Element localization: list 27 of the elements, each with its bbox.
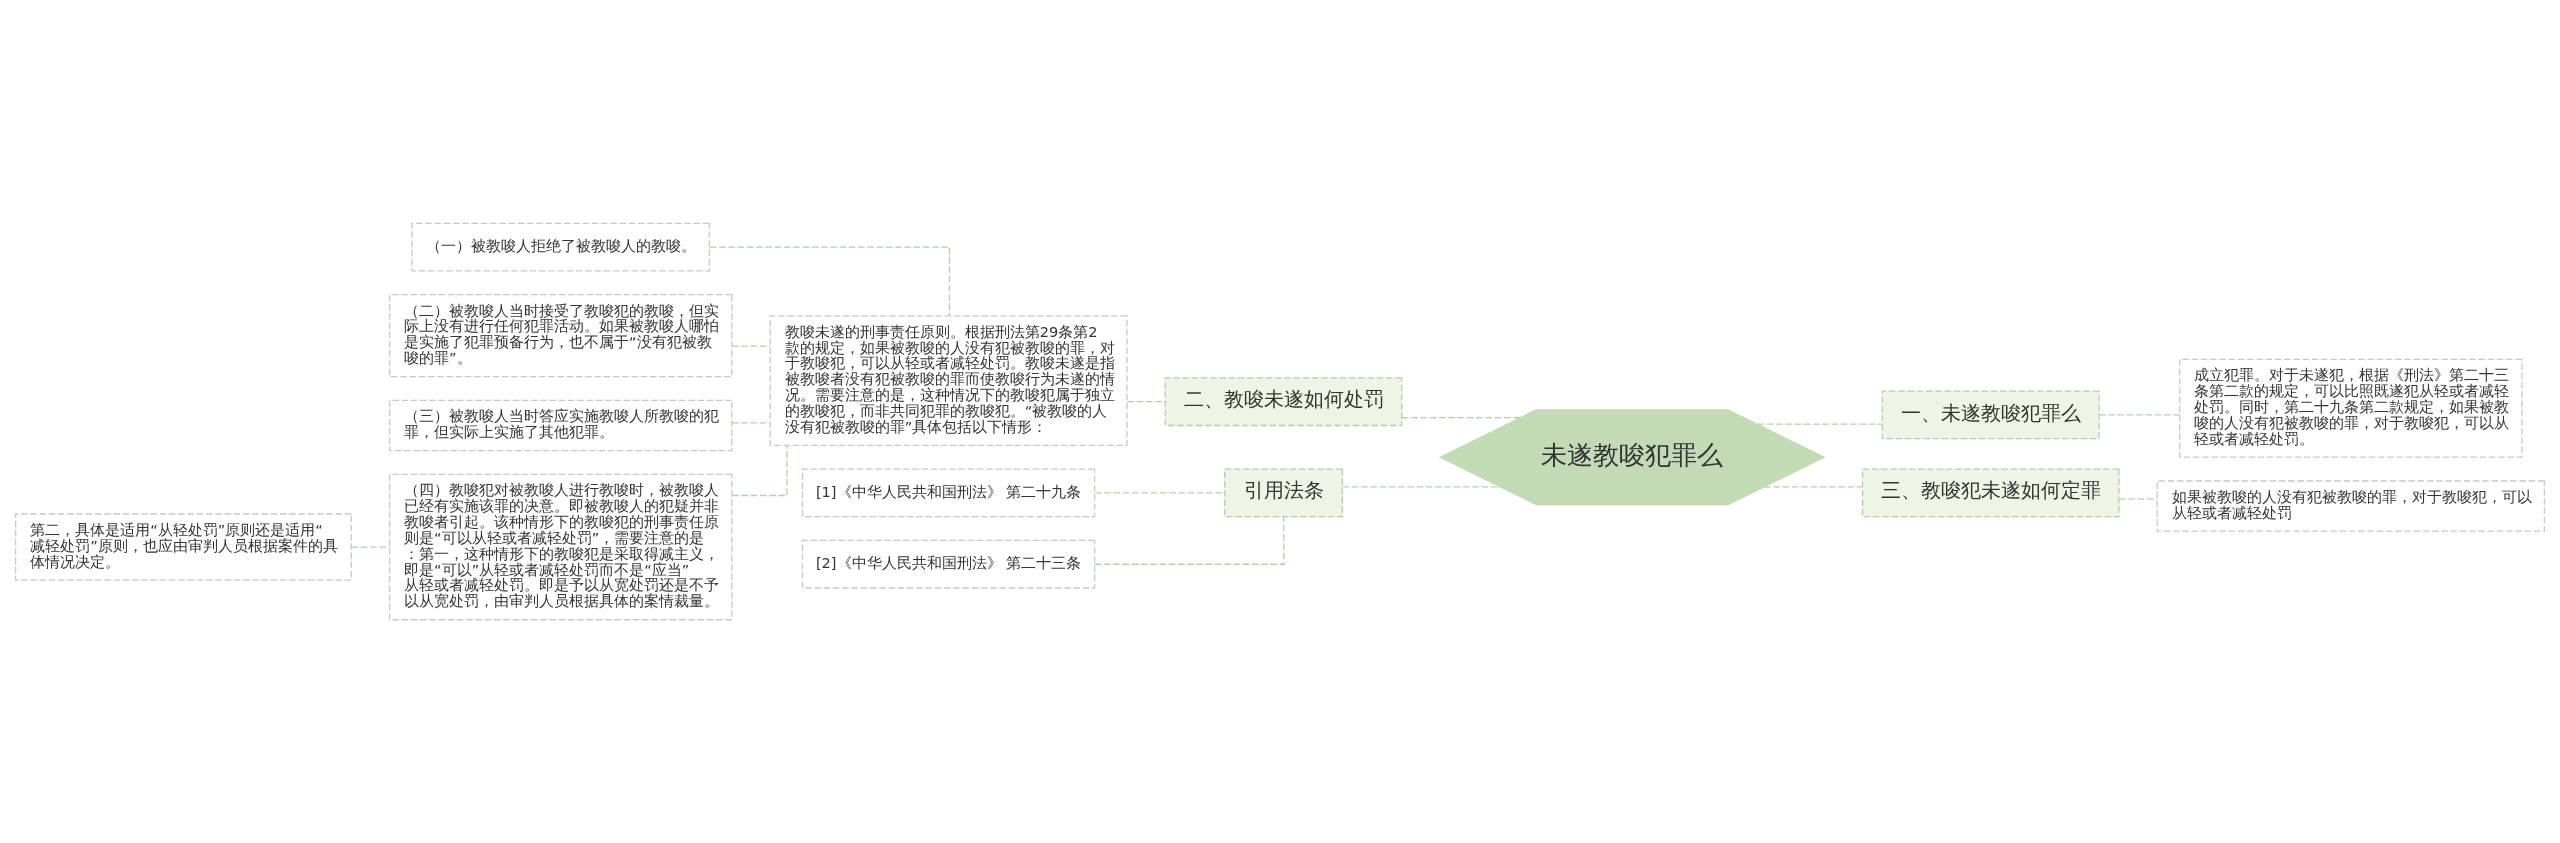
- connector: [2098, 414, 2181, 416]
- node-box: 教唆未遂的刑事责任原则。根据刑法第29条第2款的规定，如果被教唆的人没有犯被教唆的罪，对于教唆犯，可以从轻或者减轻处罚。教唆未遂是指被教唆者没有犯被教唆的罪而使教唆行为未遂的情况。需要注意的是，这种情况下的教唆犯属于独立的教唆犯，而非共同犯罪的教唆犯。“被教唆的人没有犯被教唆的罪”具体包括以下情形：: [769, 315, 1128, 446]
- node-box: [2]《中华人民共和国刑法》 第二十三条: [801, 539, 1096, 589]
- connector: [2118, 498, 2158, 500]
- node-box: （一）被教唆人拒绝了被教唆人的教唆。: [411, 222, 710, 272]
- node-box: （三）被教唆人当时答应实施教唆人所教唆的犯罪，但实际上实施了其他犯罪。: [388, 399, 733, 452]
- connector: [351, 546, 391, 548]
- node-box: （四）教唆犯对被教唆人进行教唆时，被教唆人已经有实施该罪的决意。即被教唆人的犯疑并非教唆者引起。该种情形下的教唆犯的刑事责任原则是“可以从轻或者减轻处罚”，需要注意的是：第一，这种情形下的教唆犯是采取得减主义，即是“可以”从轻或者减轻处罚而不是“应当”从轻或者减轻处罚。即是予以从宽处罚还是不予以从宽处罚，由审判人员根据具体的案情裁量。: [388, 473, 733, 621]
- connector: [709, 246, 951, 317]
- node-box: （二）被教唆人当时接受了教唆犯的教唆，但实际上没有进行任何犯罪活动。如果被教唆人哪怕是实施了犯罪预备行为，也不属于“没有犯被教唆的罪”。: [388, 293, 733, 378]
- node-box: 如果被教唆的人没有犯被教唆的罪，对于教唆犯，可以从轻或者减轻处罚: [2156, 480, 2546, 532]
- connector: [1093, 516, 1285, 565]
- connector: [1756, 423, 1883, 425]
- node-box: [1]《中华人民共和国刑法》 第二十九条: [801, 468, 1096, 518]
- node-box: 二、教唆未遂如何处罚: [1164, 377, 1403, 427]
- node-box: 三、教唆犯未遂如何定罪: [1861, 468, 2120, 518]
- node-box: 一、未遂教唆犯罪么: [1881, 390, 2100, 440]
- connector: [731, 345, 771, 347]
- connector: [1126, 401, 1166, 403]
- node-box: 引用法条: [1224, 468, 1343, 518]
- connector: [731, 422, 771, 424]
- connector: [1401, 416, 1522, 419]
- node-box: 第二，具体是适用“从轻处罚”原则还是适用“减轻处罚”原则，也应由审判人员根据案件的具体情况决定。: [14, 513, 352, 581]
- node-box: 成立犯罪。对于未遂犯，根据《刑法》第二十三条第二款的规定，可以比照既遂犯从轻或者减轻处罚。同时，第二十九条第二款规定，如果被教唆的人没有犯被教唆的罪，对于教唆犯，可以从轻或者减轻处罚。: [2179, 358, 2523, 458]
- connector: [1094, 492, 1225, 494]
- connector: [731, 444, 788, 497]
- connector: [1763, 486, 1863, 488]
